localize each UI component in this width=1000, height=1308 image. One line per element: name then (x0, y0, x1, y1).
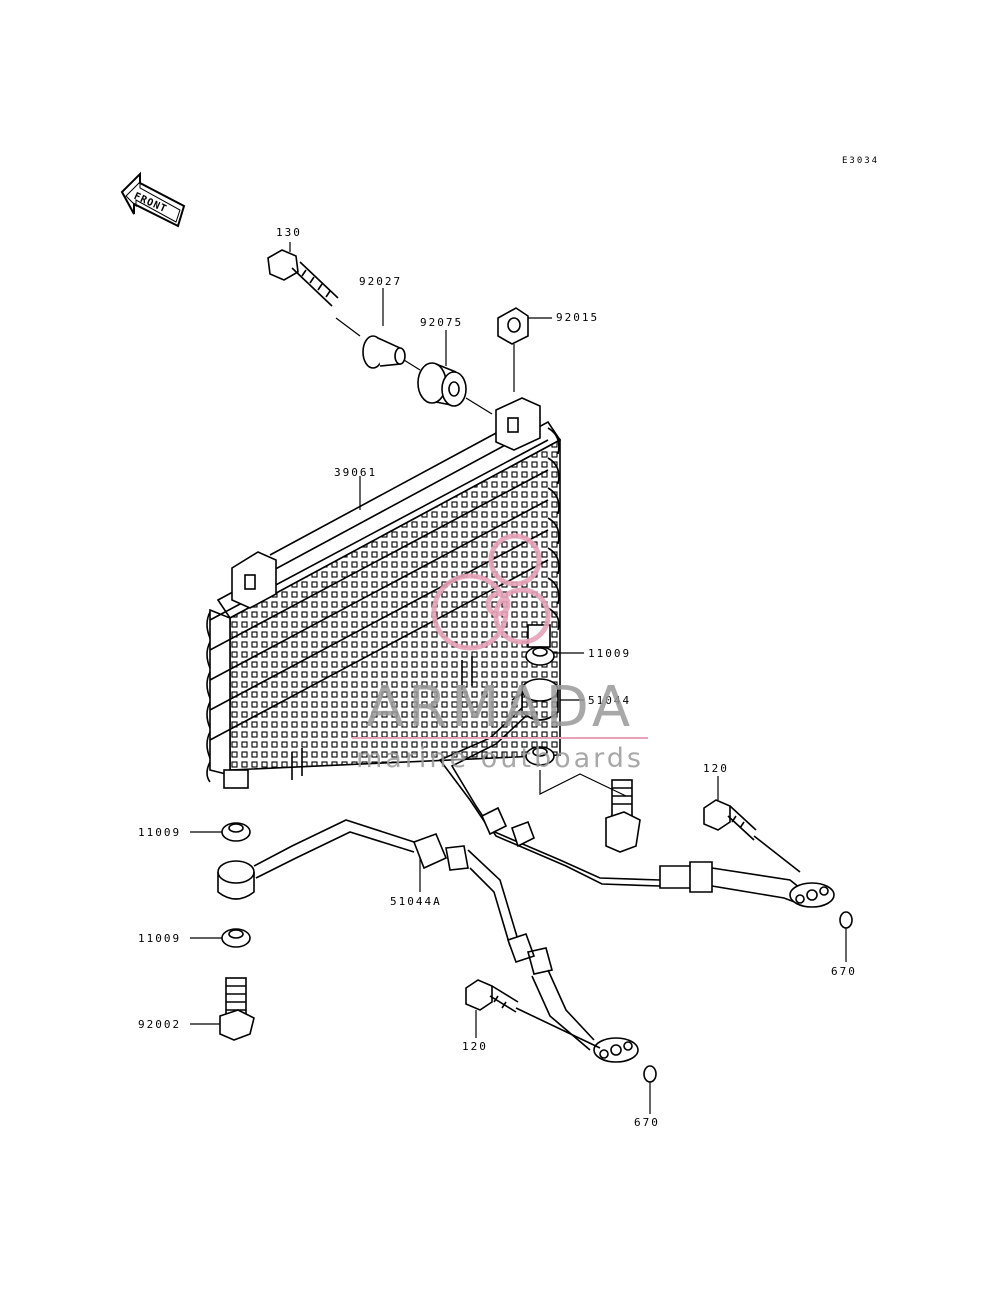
part-label-130[interactable]: 130 (276, 226, 302, 239)
nut-92015 (497, 307, 529, 345)
part-label-11009-lower[interactable]: 11009 (138, 932, 182, 945)
bushing-92027 (362, 335, 406, 369)
hose-51044 (438, 678, 835, 908)
part-label-670-right[interactable]: 670 (831, 965, 857, 978)
part-label-51044A[interactable]: 51044A (390, 895, 442, 908)
part-label-39061[interactable]: 39061 (334, 466, 378, 479)
watermark-subtitle: marine outboards (355, 743, 644, 774)
washer-11009-upper (525, 646, 555, 766)
part-label-92015[interactable]: 92015 (556, 311, 600, 324)
front-label: FRONT (132, 191, 169, 215)
mounting-bracket (231, 397, 541, 609)
part-label-92075[interactable]: 92075 (420, 316, 464, 329)
bolt-130 (267, 249, 339, 307)
front-label-text: FRONT (132, 191, 169, 215)
part-label-11009-upper[interactable]: 11009 (588, 647, 632, 660)
part-label-92027[interactable]: 92027 (359, 275, 403, 288)
watermark-title: ARMADA (365, 675, 635, 740)
part-label-11009-middle[interactable]: 11009 (138, 826, 182, 839)
diagram-code: E3034 (842, 156, 880, 166)
watermark-logo (431, 533, 551, 651)
hose-51044A (217, 819, 639, 1063)
bolt-120-lower (465, 979, 601, 1049)
part-label-51044[interactable]: 51044 (588, 694, 632, 707)
washer-11009-lower (221, 822, 251, 948)
front-arrow-icon (120, 171, 186, 228)
grommet-92075 (417, 362, 467, 407)
banjo-bolt-92002 (219, 977, 255, 1041)
part-label-120-lower[interactable]: 120 (462, 1040, 488, 1053)
leader-lines (190, 242, 847, 1114)
banjo-bolt-upper (605, 779, 641, 853)
oil-cooler-core (206, 420, 562, 789)
o-ring-670 (643, 911, 853, 1083)
part-label-92002[interactable]: 92002 (138, 1018, 182, 1031)
bolt-120-upper (703, 799, 801, 873)
part-label-120-upper[interactable]: 120 (703, 762, 729, 775)
part-label-670-bottom[interactable]: 670 (634, 1116, 660, 1129)
